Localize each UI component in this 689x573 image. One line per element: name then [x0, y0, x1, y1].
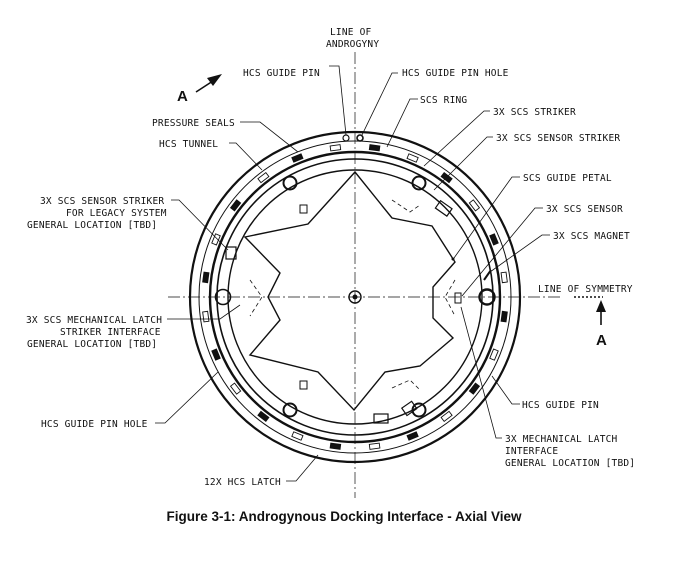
label-hcs-guide-pin-top: HCS GUIDE PIN: [243, 68, 320, 79]
labels: LINE OF ANDROGYNY HCS GUIDE PIN HCS GUID…: [26, 27, 635, 488]
guide-pin-right: [478, 288, 496, 306]
hcs-latch-box: [500, 271, 508, 284]
hcs-latch-box: [468, 382, 481, 395]
label-pressure-seals: PRESSURE SEALS: [152, 118, 235, 129]
center-hub-outer: [348, 290, 362, 304]
hcs-latch-box: [489, 348, 499, 361]
guide-pin-bottom-left: [282, 402, 298, 418]
hcs-latch-box: [229, 382, 242, 395]
label-hcs-guide-pin-hole-top: HCS GUIDE PIN HOLE: [402, 68, 509, 79]
pressure-seal-ring: [208, 150, 502, 444]
label-legacy-line1: 3X SCS SENSOR STRIKER: [40, 196, 164, 207]
hcs-latch-box: [291, 153, 304, 163]
hcs-latch-box: [202, 271, 210, 284]
petal-hidden-edge-bottom: [391, 379, 421, 391]
label-hcs-tunnel: HCS TUNNEL: [159, 139, 218, 150]
section-arrow-top: [195, 74, 222, 93]
hcs-latch-box: [329, 144, 342, 152]
hcs-latch-box: [291, 431, 304, 441]
label-mech-iface-line2: INTERFACE: [505, 446, 558, 457]
hcs-latch-box: [257, 410, 270, 423]
petal-dot: [451, 257, 455, 261]
label-scs-sensor: 3X SCS SENSOR: [546, 204, 623, 215]
sensor-striker-tab-top: [299, 204, 308, 214]
label-legacy-line3: GENERAL LOCATION [TBD]: [27, 220, 157, 231]
guide-pin-hole-left: [214, 288, 232, 306]
label-androgyny: ANDROGYNY: [326, 39, 379, 50]
hcs-latch-box: [329, 442, 342, 450]
hcs-latch-box: [406, 153, 419, 163]
hcs-latch-box: [406, 431, 419, 441]
hcs-guide-pin-hole-small: [356, 134, 364, 142]
label-mech-latch-line3: GENERAL LOCATION [TBD]: [27, 339, 157, 350]
label-scs-magnet: 3X SCS MAGNET: [553, 231, 630, 242]
leader-lines: [155, 65, 550, 482]
hcs-latch-box: [368, 442, 381, 450]
label-mech-latch-line1: 3X SCS MECHANICAL LATCH: [26, 315, 162, 326]
legacy-striker-box: [225, 246, 237, 260]
label-scs-ring: SCS RING: [420, 95, 467, 106]
scs-magnet-mark: [483, 269, 492, 281]
scs-ring: [216, 158, 494, 436]
label-scs-guide-petal: SCS GUIDE PETAL: [523, 173, 612, 184]
hcs-latch-box: [257, 171, 270, 184]
outer-rings: [188, 130, 522, 464]
hcs-latch-box: [468, 199, 481, 212]
petal-hidden-edge-top: [391, 199, 421, 213]
petal-hidden-edge-left: [249, 279, 263, 317]
label-scs-sensor-striker: 3X SCS SENSOR STRIKER: [496, 133, 620, 144]
hcs-guide-pin-small: [342, 134, 350, 142]
hcs-latch-box: [211, 348, 221, 361]
center-hub-dot: [352, 294, 358, 300]
label-legacy-line2: FOR LEGACY SYSTEM: [66, 208, 167, 219]
label-section-a-right: A: [596, 332, 607, 349]
label-hcs-guide-pin-hole-left: HCS GUIDE PIN HOLE: [41, 419, 148, 430]
label-mech-iface-line3: GENERAL LOCATION [TBD]: [505, 458, 635, 469]
scs-guide-petals: [243, 170, 456, 412]
guide-pin-bottom-right: [411, 402, 427, 418]
outer-ring: [188, 130, 522, 464]
label-scs-striker: 3X SCS STRIKER: [493, 107, 576, 118]
sensor-striker-tab-bottom: [299, 380, 308, 390]
hcs-latch-box: [440, 410, 453, 423]
label-line-of: LINE OF: [330, 27, 372, 38]
hcs-latch-box: [229, 199, 242, 212]
hcs-latch-box: [202, 310, 210, 323]
figure-caption: Figure 3-1: Androgynous Docking Interfac…: [166, 509, 522, 524]
label-hcs-latch: 12X HCS LATCH: [204, 477, 281, 488]
latch-striker-box-bottom: [373, 413, 389, 424]
guide-pin-top-right: [411, 175, 427, 191]
hcs-latch-box: [368, 144, 381, 152]
label-line-of-symmetry: LINE OF SYMMETRY: [538, 284, 633, 295]
label-mech-iface-line1: 3X MECHANICAL LATCH: [505, 434, 618, 445]
label-hcs-guide-pin-right: HCS GUIDE PIN: [522, 400, 599, 411]
guide-pin-top-left: [282, 175, 298, 191]
hcs-latch-box: [489, 233, 499, 246]
section-arrow-right: [574, 296, 606, 325]
hcs-latch-box: [211, 233, 221, 246]
petal-hidden-edge-right: [444, 279, 456, 317]
scs-striker-box: [434, 199, 453, 217]
label-mech-latch-line2: STRIKER INTERFACE: [60, 327, 161, 338]
hcs-latch-box: [500, 310, 508, 323]
hcs-tunnel-ring: [198, 140, 512, 454]
hcs-latch-group: [202, 144, 508, 450]
label-section-a-top: A: [177, 88, 188, 105]
scs-sensor-box: [454, 292, 462, 304]
inner-ring: [227, 169, 483, 425]
